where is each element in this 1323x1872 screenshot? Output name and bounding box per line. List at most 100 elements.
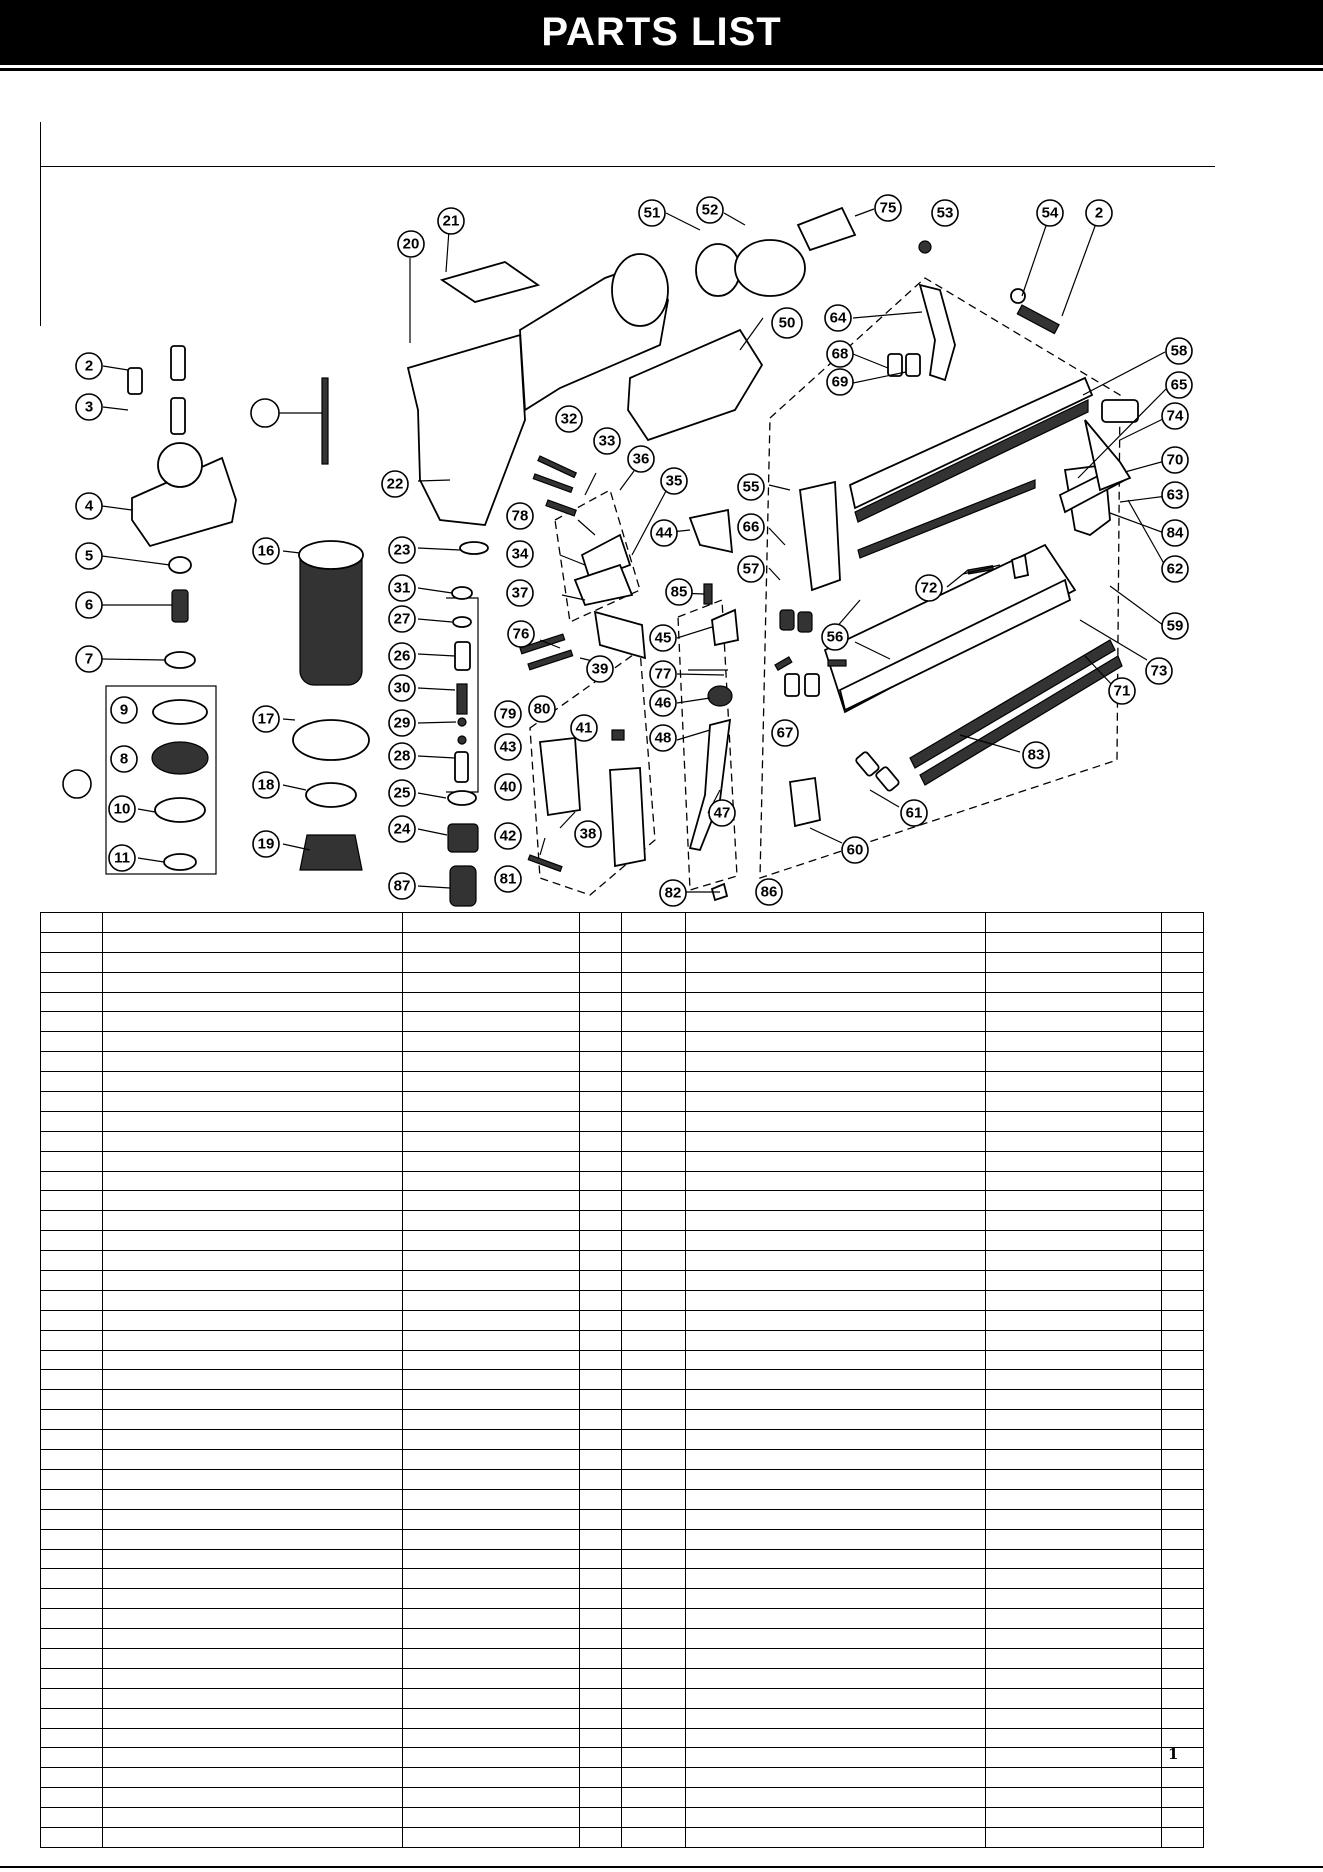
table-cell [102,1568,403,1590]
table-cell [579,1707,622,1729]
table-cell [621,1747,686,1769]
table-cell [40,1747,103,1769]
table-cell [402,1110,580,1132]
table-row [40,1150,1204,1172]
svg-text:43: 43 [500,739,517,756]
table-cell [102,1270,403,1291]
table-cell [40,1707,103,1729]
svg-text:23: 23 [394,542,411,559]
svg-text:42: 42 [500,828,517,845]
table-cell [102,1707,403,1729]
svg-text:56: 56 [827,629,844,646]
callout-45: 45 [649,624,677,652]
table-cell [1161,1031,1204,1053]
table-cell [579,1071,622,1093]
table-cell [1161,1548,1204,1570]
table-cell [985,912,1162,933]
callout-33: 33 [593,427,621,455]
table-cell [102,1250,403,1272]
svg-text:35: 35 [666,473,683,490]
table-cell [985,1389,1162,1411]
table-cell [985,1011,1162,1033]
table-cell [579,1230,622,1252]
svg-text:38: 38 [580,826,597,843]
table-cell [102,1210,403,1232]
svg-text:54: 54 [1042,205,1059,222]
exploded-diagram-frame [40,122,1215,912]
table-cell [102,1687,403,1709]
table-cell [1161,1250,1204,1272]
table-row [40,912,1204,933]
svg-text:51: 51 [644,205,661,222]
table-cell [40,1727,103,1749]
table-cell [985,1130,1162,1152]
svg-text:21: 21 [443,213,460,230]
table-cell [102,1409,403,1431]
svg-text:84: 84 [1167,525,1184,542]
table-cell [985,1230,1162,1252]
table-cell [102,1170,403,1192]
table-cell [1161,1628,1204,1649]
table-cell [685,1349,986,1371]
callout-73: 73 [1145,657,1173,685]
callout-60: 60 [841,836,869,864]
table-cell [685,1369,986,1391]
table-cell [621,1309,686,1331]
svg-text:64: 64 [830,310,847,327]
table-cell [40,1250,103,1272]
table-cell [985,1150,1162,1172]
callout-53: 53 [931,199,959,227]
svg-text:18: 18 [258,777,275,794]
table-cell [985,1608,1162,1630]
table-cell [402,1230,580,1252]
table-cell [685,1687,986,1709]
table-cell [40,1647,103,1669]
svg-text:26: 26 [394,648,411,665]
table-cell [579,951,622,973]
table-row [40,1667,1204,1689]
table-cell [402,931,580,953]
table-cell [402,1608,580,1630]
callout-71: 71 [1108,677,1136,705]
table-cell [40,1826,103,1848]
table-cell [1161,1329,1204,1351]
table-cell [402,1031,580,1053]
table-cell [102,1628,403,1649]
magazine-rail-part [848,376,1094,510]
callout-64: 64 [824,304,852,332]
table-cell [102,1608,403,1630]
table-cell [985,1667,1162,1689]
table-cell [102,1488,403,1510]
piston-group-box [105,685,217,875]
callout-8: 8 [110,745,138,773]
table-cell [685,1110,986,1132]
svg-text:81: 81 [500,871,517,888]
table-cell [40,1150,103,1172]
callout-7: 7 [75,645,103,673]
table-row [40,1449,1204,1470]
table-cell [579,971,622,993]
table-cell [621,1409,686,1431]
svg-text:58: 58 [1171,343,1188,360]
table-cell [685,1787,986,1809]
table-cell [102,1230,403,1252]
table-cell [40,991,103,1013]
table-cell [579,1647,622,1669]
table-cell [1161,1389,1204,1411]
table-cell [402,1190,580,1212]
table-cell [402,1449,580,1470]
svg-text:44: 44 [656,525,673,542]
table-cell [40,1210,103,1232]
table-cell [621,1270,686,1291]
table-cell [102,991,403,1013]
table-cell [1161,1508,1204,1530]
callout-30: 30 [388,674,416,702]
table-cell [1161,1150,1204,1172]
table-cell [621,1568,686,1590]
bracket-group-outline [554,489,641,623]
table-cell [621,1250,686,1272]
table-cell [579,1011,622,1033]
callout-17: 17 [252,705,280,733]
callout-29: 29 [388,709,416,737]
table-cell [579,1488,622,1510]
